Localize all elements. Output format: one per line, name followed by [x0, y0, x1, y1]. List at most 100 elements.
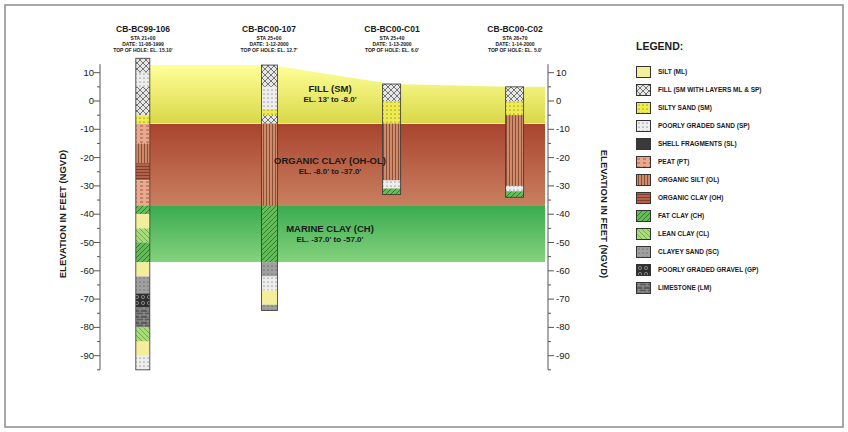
soil-hatch [136, 243, 150, 263]
band-fill [150, 124, 545, 206]
axis-tick-label: -60 [556, 265, 590, 277]
axis-tick-label: 0 [60, 95, 94, 107]
axis-line [548, 64, 549, 370]
axis-line [100, 64, 101, 370]
boring-info: DATE: 11-08-1999 [110, 41, 176, 47]
axis-tick-label: -10 [60, 123, 94, 135]
axis-tick [94, 327, 100, 328]
soil-hatch [261, 305, 277, 311]
boring-column [238, 24, 301, 312]
swatch-hatch [637, 121, 650, 131]
soil-hatch [136, 143, 150, 163]
axis-tick [548, 200, 551, 201]
soil-hatch [506, 87, 524, 101]
legend-swatch [636, 84, 651, 96]
soil-hatch [506, 192, 524, 198]
boring-header: CB-BC00-107STA 25+00DATE: 1-12-2000TOP O… [238, 24, 301, 53]
axis-tick-label: -90 [60, 350, 94, 362]
soil-hatch [261, 262, 277, 276]
marine-clay-band: MARINE CLAY (CH)EL. -37.0' to -57.0' [150, 206, 545, 263]
axis-tick [548, 313, 551, 314]
axis-tick [97, 143, 100, 144]
soil-layer [136, 206, 150, 214]
soil-layer [261, 87, 277, 110]
axis-tick [548, 327, 554, 328]
axis-tick-label: 10 [556, 67, 590, 79]
organic-clay-band: ORGANIC CLAY (OH-OL)EL. -8.0' to -37.0' [150, 124, 545, 206]
axis-tick-label: -40 [556, 208, 590, 220]
axis-tick [97, 200, 100, 201]
legend-swatch [636, 210, 651, 222]
axis-tick [548, 256, 551, 257]
soil-layer [383, 124, 401, 181]
axis-tick [548, 270, 554, 271]
swatch-hatch [637, 193, 650, 203]
axis-tick [94, 157, 100, 158]
soil-hatch [506, 101, 524, 115]
legend-text: FAT CLAY (CH) [658, 212, 704, 219]
swatch-hatch [637, 247, 650, 257]
soil-layer [136, 243, 150, 263]
axis-tick [97, 284, 100, 285]
soil-layer [261, 124, 277, 206]
boring-outline [506, 87, 524, 197]
legend-text: PEAT (PT) [658, 158, 689, 165]
soil-hatch [136, 87, 150, 115]
axis-tick-label: -30 [556, 180, 590, 192]
boring-id: CB-BC00-C01 [361, 24, 422, 35]
soil-layer [383, 180, 401, 188]
soil-hatch [506, 186, 524, 192]
soil-layer [506, 192, 524, 198]
boring-info: TOP OF HOLE: EL. 12.7' [238, 47, 301, 53]
soil-layer [261, 291, 277, 305]
axis-tick [97, 86, 100, 87]
axis-tick-label: -10 [556, 123, 590, 135]
soil-layer [261, 262, 277, 276]
soil-layer [506, 115, 524, 186]
swatch-hatch [637, 211, 650, 221]
soil-layer [136, 228, 150, 242]
boring-info: STA 25+00 [238, 35, 301, 41]
soil-hatch [136, 293, 150, 307]
axis-tick [548, 115, 551, 116]
soil-hatch [136, 327, 150, 341]
soil-hatch [506, 115, 524, 186]
axis-tick [548, 143, 551, 144]
axis-tick [548, 171, 551, 172]
axis-tick [548, 369, 551, 370]
band-shape [150, 65, 545, 124]
band-fill [150, 206, 545, 263]
axis-tick [548, 86, 551, 87]
axis-tick [97, 313, 100, 314]
soil-layer [383, 84, 401, 101]
boring-info: TOP OF HOLE: EL. 5.0' [484, 47, 545, 53]
swatch-hatch [637, 85, 650, 95]
legend-swatch [636, 228, 651, 240]
soil-layer [261, 65, 277, 87]
legend-swatch [636, 264, 651, 276]
legend-swatch [636, 138, 651, 150]
legend-swatch [636, 174, 651, 186]
soil-layer [136, 180, 150, 205]
swatch-hatch [637, 229, 650, 239]
soil-layer [261, 305, 277, 311]
soil-layer [136, 115, 150, 123]
soil-hatch [136, 115, 150, 123]
axis-tick [94, 242, 100, 243]
soil-layer [261, 206, 277, 263]
soil-hatch [136, 228, 150, 242]
boring-outline [136, 58, 150, 370]
axis-tick-label: 0 [556, 95, 590, 107]
band-label: FILL (SM)EL. 13' to -8.0' [303, 83, 356, 105]
legend-swatch [636, 192, 651, 204]
soil-hatch [261, 87, 277, 110]
legend-swatch [636, 282, 651, 294]
boring-info: DATE: 1-12-2000 [238, 41, 301, 47]
legend-text: SILTY SAND (SM) [658, 104, 712, 111]
axis-tick [548, 341, 551, 342]
axis-tick [548, 228, 551, 229]
soil-hatch [383, 101, 401, 124]
soil-layer [261, 109, 277, 115]
soil-hatch [136, 163, 150, 180]
